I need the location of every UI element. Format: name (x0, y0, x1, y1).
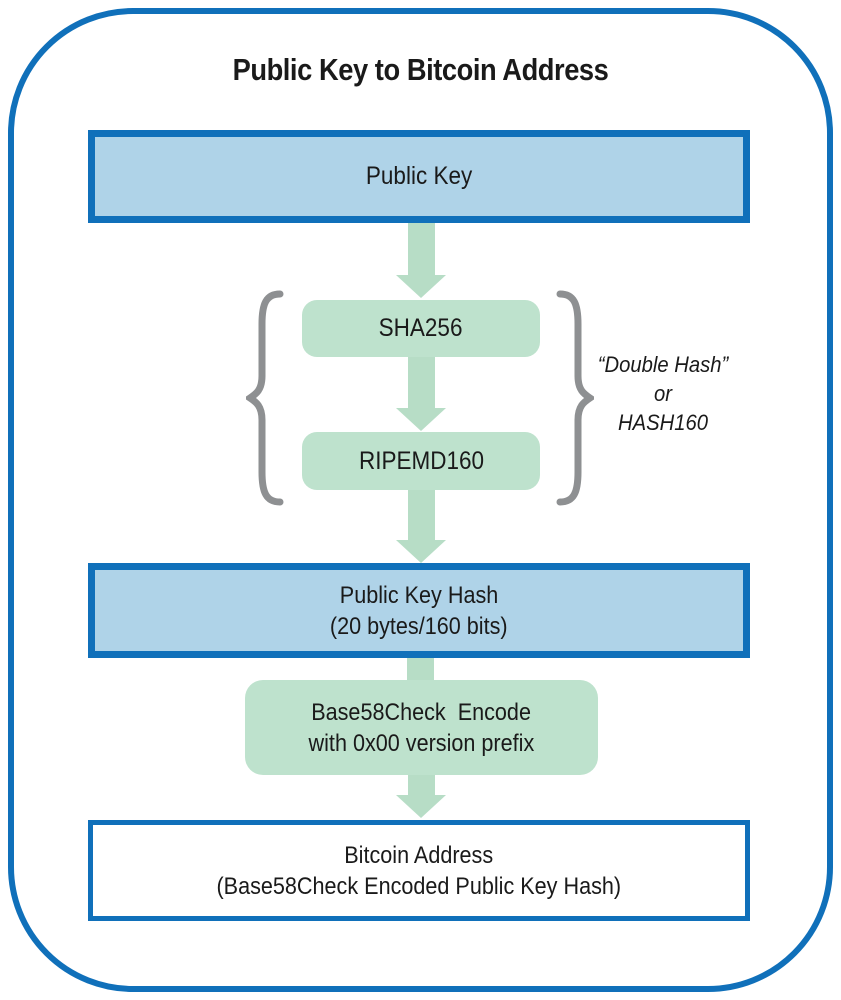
arrow-head (396, 795, 446, 818)
annotation-line: “Double Hash” (597, 352, 729, 377)
base58check-box: Base58Check Encode with 0x00 version pre… (245, 680, 598, 775)
arrow-head (396, 275, 446, 298)
arrow-shaft (407, 223, 435, 275)
bitcoin-address-line: Bitcoin Address (344, 841, 494, 869)
public-key-hash-box: Public Key Hash (20 bytes/160 bits) (88, 563, 750, 658)
arrow-sha256-to-ripemd160 (396, 357, 446, 431)
connector-hash-to-base58 (407, 658, 434, 682)
ripemd160-label: RIPEMD160 (358, 446, 484, 475)
public-key-hash-line: Public Key Hash (339, 581, 499, 609)
bitcoin-address-line: (Base58Check Encoded Public Key Hash) (216, 872, 622, 900)
bitcoin-address-box: Bitcoin Address (Base58Check Encoded Pub… (88, 820, 750, 921)
arrow-shaft (407, 490, 435, 540)
annotation-line: HASH160 (617, 410, 709, 435)
ripemd160-box: RIPEMD160 (302, 432, 540, 490)
diagram-title: Public Key to Bitcoin Address (232, 52, 609, 87)
public-key-box: Public Key (88, 130, 750, 223)
sha256-box: SHA256 (302, 300, 540, 357)
arrow-ripemd160-to-hash (396, 490, 446, 563)
arrow-head (396, 408, 446, 431)
annotation-line: or (654, 381, 672, 406)
public-key-label: Public Key (365, 162, 473, 190)
arrow-head (396, 540, 446, 563)
double-hash-annotation: “Double Hash” or HASH160 (571, 350, 755, 437)
arrow-shaft (407, 357, 435, 408)
base58check-line: with 0x00 version prefix (308, 729, 535, 757)
right-brace (556, 290, 594, 506)
arrow-shaft (407, 775, 435, 795)
sha256-label: SHA256 (379, 314, 463, 342)
outer-rounded-border (8, 8, 833, 992)
public-key-hash-line: (20 bytes/160 bits) (330, 612, 508, 640)
arrow-public-key-to-sha256 (396, 223, 446, 298)
base58check-line: Base58Check Encode (311, 698, 532, 726)
arrow-base58-to-address (396, 775, 446, 818)
left-brace (246, 290, 284, 506)
